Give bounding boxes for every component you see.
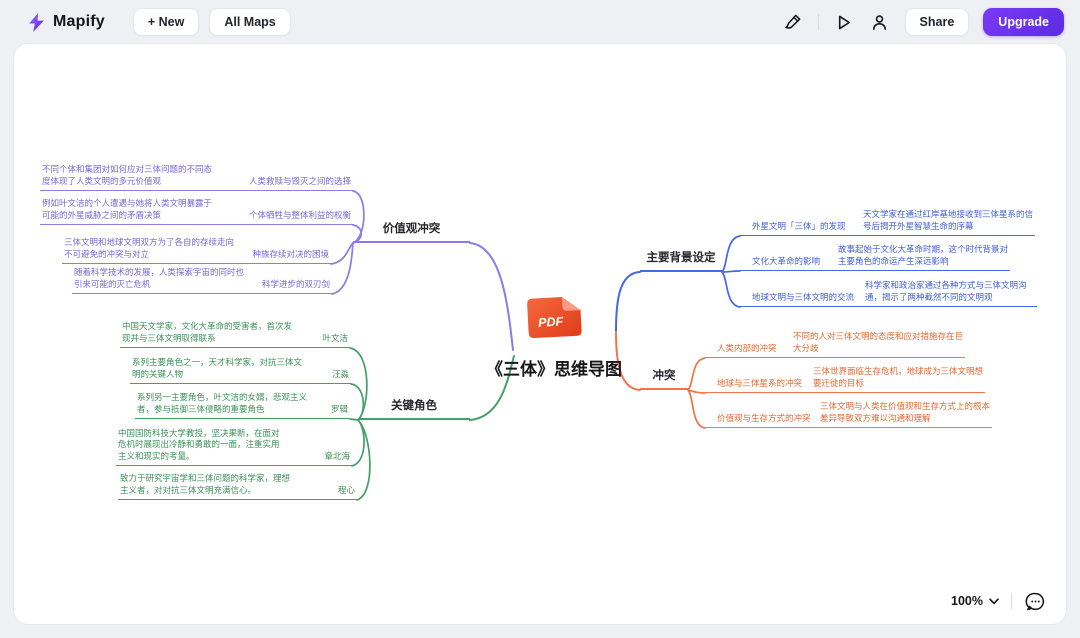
mindmap-node[interactable]: 人类内部的冲突 不同的人对三体文明的态度和应对措施存在巨大分歧 <box>705 331 965 358</box>
svg-text:PDF: PDF <box>538 315 564 330</box>
node-label: 程心 <box>337 484 355 495</box>
node-desc: 系列另一主要角色，叶文洁的女婿，悲观主义者，参与抵御三体侵略的重要角色 <box>137 392 308 414</box>
mapify-logo[interactable]: Mapify <box>26 12 105 33</box>
node-desc: 三体文明和地球文明双方为了各自的存续走向不可避免的冲突与对立 <box>64 237 235 259</box>
mindmap-canvas[interactable]: PDF 《三体》思维导图 价值观冲突 关键角色 主要背景设定 冲突 不同个体和集… <box>14 44 1066 624</box>
upgrade-button[interactable]: Upgrade <box>983 8 1064 36</box>
node-desc: 随着科学技术的发展，人类探索宇宙的同时也引来可能的灭亡危机 <box>74 267 245 289</box>
node-desc: 三体世界面临生存危机，地球成为三体文明想要迁徙的目标 <box>813 366 984 388</box>
node-label: 文化大革命的影响 <box>752 255 821 266</box>
mindmap-node[interactable]: 地球与三体星系的冲突 三体世界面临生存危机，地球成为三体文明想要迁徙的目标 <box>705 366 985 393</box>
node-label: 地球文明与三体文明的交流 <box>752 291 855 302</box>
branch-key-characters[interactable]: 关键角色 <box>358 398 470 420</box>
mindmap-node[interactable]: 不同个体和集团对如何应对三体问题的不同态度体现了人类文明的多元价值观 人类救赎与… <box>40 164 353 191</box>
node-desc: 天文学家在通过红岸基地接收到三体星系的信号后揭开外星智慧生命的序幕 <box>863 209 1034 231</box>
node-label: 人类救赎与毁灭之间的选择 <box>248 175 351 186</box>
mindmap-node[interactable]: 价值观与生存方式的冲突 三体文明与人类在价值观和生存方式上的根本差异导致双方难以… <box>705 401 992 428</box>
divider <box>817 14 819 30</box>
node-label: 科学进步的双刃剑 <box>261 278 330 289</box>
pdf-file-icon: PDF <box>522 292 587 346</box>
brand-name: Mapify <box>53 13 105 30</box>
mindmap-node[interactable]: 中国国防科技大学教授，坚决果断，在面对危机时展现出冷静和勇敢的一面，注重实用主义… <box>116 425 352 466</box>
mindmap-node[interactable]: 例如叶文洁的个人遭遇与她将人类文明暴露于可能的外星威胁之间的矛盾决策 个体牺牲与… <box>40 198 353 225</box>
mindmap-connectors <box>330 190 741 501</box>
zoom-level: 100% <box>951 594 983 608</box>
node-label: 价值观与生存方式的冲突 <box>717 412 811 423</box>
mindmap-node[interactable]: 地球文明与三体文明的交流 科学家和政治家通过各种方式与三体文明沟通，揭示了两种截… <box>740 280 1037 307</box>
node-desc: 系列主要角色之一，天才科学家，对抗三体文明的关键人物 <box>132 357 303 379</box>
node-desc: 致力于研究宇宙学和三体问题的科学家，理想主义者，对对抗三体文明充满信心。 <box>120 473 291 495</box>
branch-background-setting[interactable]: 主要背景设定 <box>640 250 722 272</box>
node-desc: 中国天文学家，文化大革命的受害者，首次发现并与三体文明取得联系 <box>122 321 293 343</box>
node-label: 章北海 <box>324 450 350 461</box>
branch-values-conflict[interactable]: 价值观冲突 <box>353 221 470 243</box>
node-label: 汪淼 <box>331 368 349 379</box>
node-label: 个体牺牲与整体利益的权衡 <box>248 209 351 220</box>
node-desc: 科学家和政治家通过各种方式与三体文明沟通，揭示了两种截然不同的文明观 <box>865 280 1027 302</box>
feedback-bubble-icon[interactable] <box>1024 590 1046 612</box>
node-label: 外星文明「三体」的发现 <box>752 220 846 231</box>
zoom-control[interactable]: 100% <box>951 594 999 608</box>
node-desc: 故事起始于文化大革命时期，这个时代背景对主要角色的命运产生深远影响 <box>838 244 1009 266</box>
node-label: 地球与三体星系的冲突 <box>717 377 803 388</box>
node-label: 罗辑 <box>330 403 348 414</box>
statusbar: 100% <box>951 590 1046 612</box>
node-label: 人类内部的冲突 <box>717 342 777 353</box>
chevron-down-icon <box>989 597 999 604</box>
play-icon[interactable] <box>833 11 855 33</box>
node-label: 种族存续对决的困境 <box>252 248 329 259</box>
node-desc: 不同个体和集团对如何应对三体问题的不同态度体现了人类文明的多元价值观 <box>42 164 213 186</box>
node-label: 叶文洁 <box>322 332 348 343</box>
new-button[interactable]: + New <box>132 8 200 36</box>
node-desc: 中国国防科技大学教授，坚决果断，在面对危机时展现出冷静和勇敢的一面，注重实用主义… <box>118 427 280 461</box>
share-button[interactable]: Share <box>904 8 970 36</box>
topbar: Mapify + New All Maps Share Upgrade <box>0 0 1080 44</box>
user-icon[interactable] <box>869 11 891 33</box>
divider <box>1011 593 1012 609</box>
mindmap-node[interactable]: 三体文明和地球文明双方为了各自的存续走向不可避免的冲突与对立 种族存续对决的困境 <box>62 237 331 264</box>
mindmap-node[interactable]: 文化大革命的影响 故事起始于文化大革命时期，这个时代背景对主要角色的命运产生深远… <box>740 244 1010 271</box>
mindmap-node[interactable]: 外星文明「三体」的发现 天文学家在通过红岸基地接收到三体星系的信号后揭开外星智慧… <box>740 209 1035 236</box>
central-topic[interactable]: PDF 《三体》思维导图 <box>464 294 644 380</box>
node-desc: 例如叶文洁的个人遭遇与她将人类文明暴露于可能的外星威胁之间的矛盾决策 <box>42 198 213 220</box>
paintbrush-icon[interactable] <box>782 11 804 33</box>
branch-conflicts[interactable]: 冲突 <box>640 368 688 390</box>
all-maps-button[interactable]: All Maps <box>209 8 291 36</box>
lightning-bolt-icon <box>29 12 44 32</box>
mindmap-node[interactable]: 随着科学技术的发展，人类探索宇宙的同时也引来可能的灭亡危机 科学进步的双刃剑 <box>72 267 332 294</box>
node-desc: 三体文明与人类在价值观和生存方式上的根本差异导致双方难以沟通和理解 <box>820 401 991 423</box>
mindmap-node[interactable]: 系列主要角色之一，天才科学家，对抗三体文明的关键人物 汪淼 <box>130 357 351 384</box>
node-desc: 不同的人对三体文明的态度和应对措施存在巨大分歧 <box>793 331 964 353</box>
mindmap-node[interactable]: 系列另一主要角色，叶文洁的女婿，悲观主义者，参与抵御三体侵略的重要角色 罗辑 <box>135 392 350 419</box>
mindmap-node[interactable]: 致力于研究宇宙学和三体问题的科学家，理想主义者，对对抗三体文明充满信心。 程心 <box>118 473 357 500</box>
mindmap-node[interactable]: 中国天文学家，文化大革命的受害者，首次发现并与三体文明取得联系 叶文洁 <box>120 321 350 348</box>
central-topic-title: 《三体》思维导图 <box>486 360 622 379</box>
